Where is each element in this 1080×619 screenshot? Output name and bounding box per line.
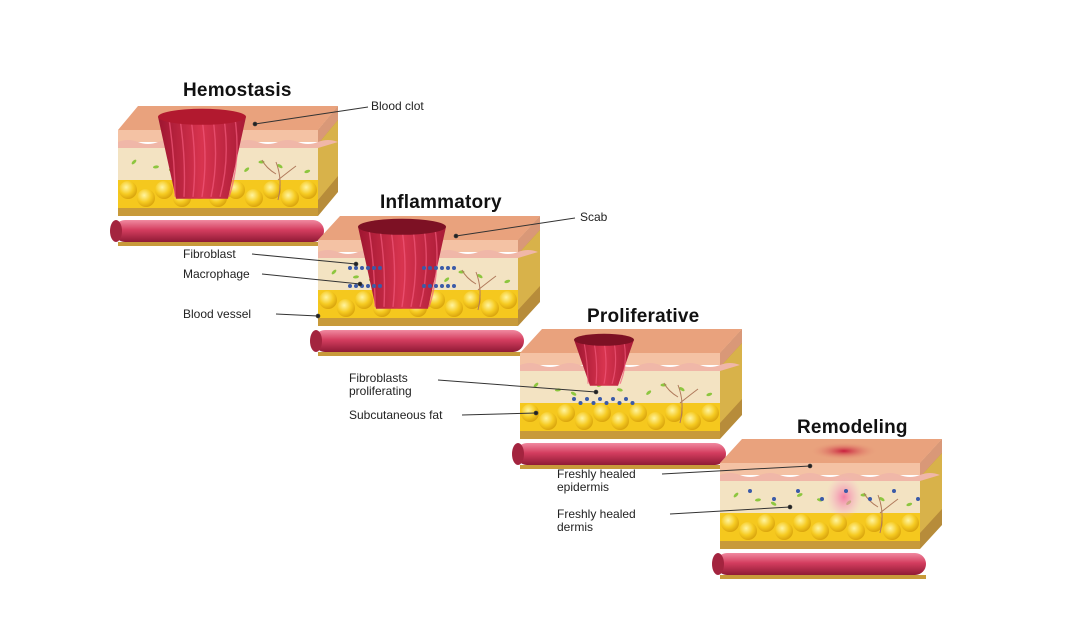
leader-freshly-healed-epidermis <box>661 465 811 475</box>
leader-subcutaneous-fat-dot <box>533 410 539 416</box>
stage-title-remodeling: Remodeling <box>797 417 908 438</box>
leader-fibroblast-dot <box>353 261 359 267</box>
label-blood-vessel: Blood vessel <box>183 307 252 321</box>
label-subcutaneous-fat: Subcutaneous fat <box>349 408 443 422</box>
stage-title-proliferative: Proliferative <box>587 306 700 327</box>
label-freshly-healed-dermis-line1: Freshly healed <box>557 507 636 521</box>
label-fibroblasts-proliferating-line1: Fibroblasts <box>349 371 408 385</box>
leader-blood-clot <box>254 106 369 125</box>
leader-fibroblasts-proliferating-dot <box>593 389 599 395</box>
leader-freshly-healed-epidermis-dot <box>807 463 813 469</box>
leader-blood-clot-dot <box>252 121 258 127</box>
leader-macrophage-dot <box>357 281 363 287</box>
leader-scab-dot <box>453 233 459 239</box>
skin-block-remodeling <box>712 439 942 579</box>
label-macrophage: Macrophage <box>183 267 250 281</box>
leader-fibroblasts-proliferating <box>437 379 597 393</box>
label-freshly-healed-dermis-line2: dermis <box>557 520 594 534</box>
label-scab: Scab <box>580 210 608 224</box>
leader-blood-vessel <box>275 313 319 317</box>
leader-subcutaneous-fat <box>461 412 537 416</box>
label-freshly-healed-epidermis-line2: epidermis <box>557 480 610 494</box>
stage-title-inflammatory: Inflammatory <box>380 192 502 213</box>
leader-blood-vessel-dot <box>315 313 321 319</box>
stage-title-hemostasis: Hemostasis <box>183 80 292 101</box>
skin-block-proliferative <box>512 329 742 469</box>
leader-macrophage <box>261 273 361 285</box>
label-blood-clot: Blood clot <box>371 99 424 113</box>
leader-freshly-healed-dermis <box>669 506 791 515</box>
skin-block-inflammatory <box>310 216 540 356</box>
skin-block-hemostasis <box>110 106 338 246</box>
label-freshly-healed-epidermis-line1: Freshly healed <box>557 467 636 481</box>
leader-fibroblast <box>251 253 357 265</box>
label-fibroblasts-proliferating-line2: proliferating <box>349 384 412 398</box>
label-fibroblast: Fibroblast <box>183 247 236 261</box>
leader-scab <box>455 217 576 237</box>
leader-freshly-healed-dermis-dot <box>787 504 793 510</box>
